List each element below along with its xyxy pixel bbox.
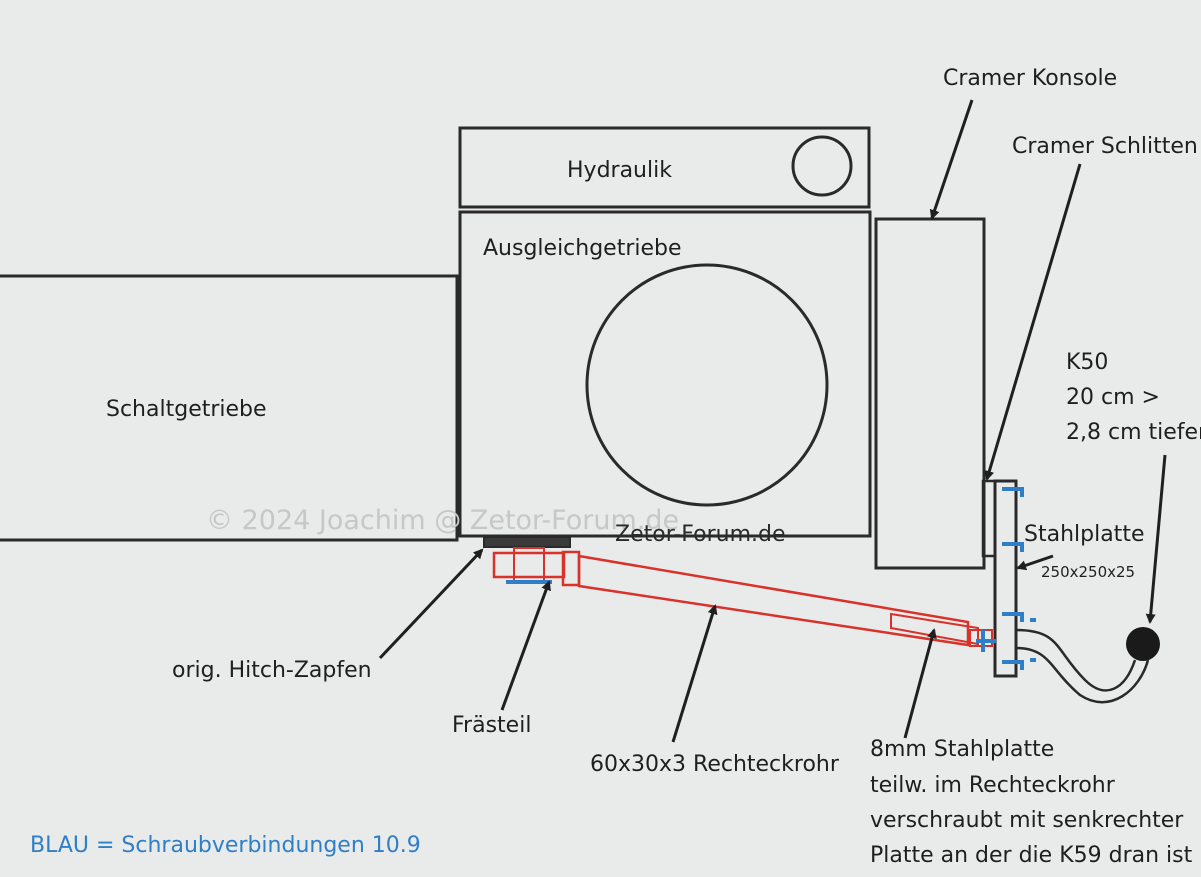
cramer-konsole-box — [874, 217, 986, 570]
label-k50-depth: 2,8 cm tiefer — [1066, 420, 1201, 445]
stahlplatte-plate — [993, 479, 1018, 678]
label-stahlplatte-dim: 250x250x25 — [1041, 563, 1136, 581]
watermark-copyright: © 2024 Joachim @ Zetor-Forum.de — [206, 505, 680, 536]
hydraulik-circle — [791, 135, 853, 197]
arrow-fraesteil — [500, 580, 551, 711]
legend-blau: BLAU = Schraubverbindungen 10.9 — [30, 833, 421, 858]
note-line-4: Platte an der die K59 dran ist — [870, 843, 1193, 868]
k50-hose-lower — [1015, 646, 1150, 704]
arrow-k50 — [1145, 454, 1167, 624]
note-line-3: verschraubt mit senkrechter — [870, 808, 1184, 833]
watermark-overlay: Zetor-Forum.de — [615, 522, 786, 547]
note-line-2: teilw. im Rechteckrohr — [870, 773, 1115, 798]
label-k50: K50 — [1066, 350, 1109, 375]
k50-hose-upper — [1015, 628, 1137, 692]
arrow-stahlplatte — [1016, 554, 1054, 571]
bolt-plate-top — [1002, 487, 1024, 497]
callout-arrows — [378, 99, 1167, 743]
arrow-cramer-schlitten — [984, 163, 1082, 481]
label-stahlplatte: Stahlplatte — [1024, 522, 1145, 547]
arrow-cramer-konsole — [929, 99, 974, 220]
arrow-hitch-zapfen — [378, 548, 484, 660]
bolt-plate-mid — [1002, 542, 1024, 552]
label-rechteckrohr: 60x30x3 Rechteckrohr — [590, 752, 839, 777]
label-cramer-konsole: Cramer Konsole — [943, 66, 1118, 91]
label-ausgleichgetriebe: Ausgleichgetriebe — [483, 236, 682, 261]
label-fraesteil: Frästeil — [452, 713, 532, 738]
schaltgetriebe-box — [0, 274, 459, 542]
k50-ball — [1126, 627, 1160, 661]
differential-circle — [585, 263, 829, 507]
tube-endcap — [561, 550, 581, 587]
arrow-rechteckrohr — [671, 604, 718, 743]
schlitten-plate — [981, 479, 997, 558]
label-cramer-schlitten: Cramer Schlitten — [1012, 134, 1198, 159]
rechteckrohr-shape — [577, 554, 970, 647]
label-schaltgetriebe: Schaltgetriebe — [106, 397, 267, 422]
label-hitch-zapfen: orig. Hitch-Zapfen — [172, 658, 372, 683]
label-k50-height: 20 cm > — [1066, 385, 1160, 410]
fraesteil-shape — [492, 551, 566, 579]
ausgleichgetriebe-box — [458, 210, 872, 538]
bolt-plate-low2 — [1002, 660, 1024, 670]
label-hydraulik: Hydraulik — [567, 158, 672, 183]
note-line-1: 8mm Stahlplatte — [870, 737, 1055, 762]
arrow-8mm-stahlplatte — [903, 628, 937, 739]
hydraulik-box — [458, 126, 871, 209]
hitch-zapfen-shape — [483, 536, 571, 548]
bolt-plate-low1 — [1002, 612, 1024, 622]
stahlplatte-8mm-shape — [890, 612, 979, 646]
